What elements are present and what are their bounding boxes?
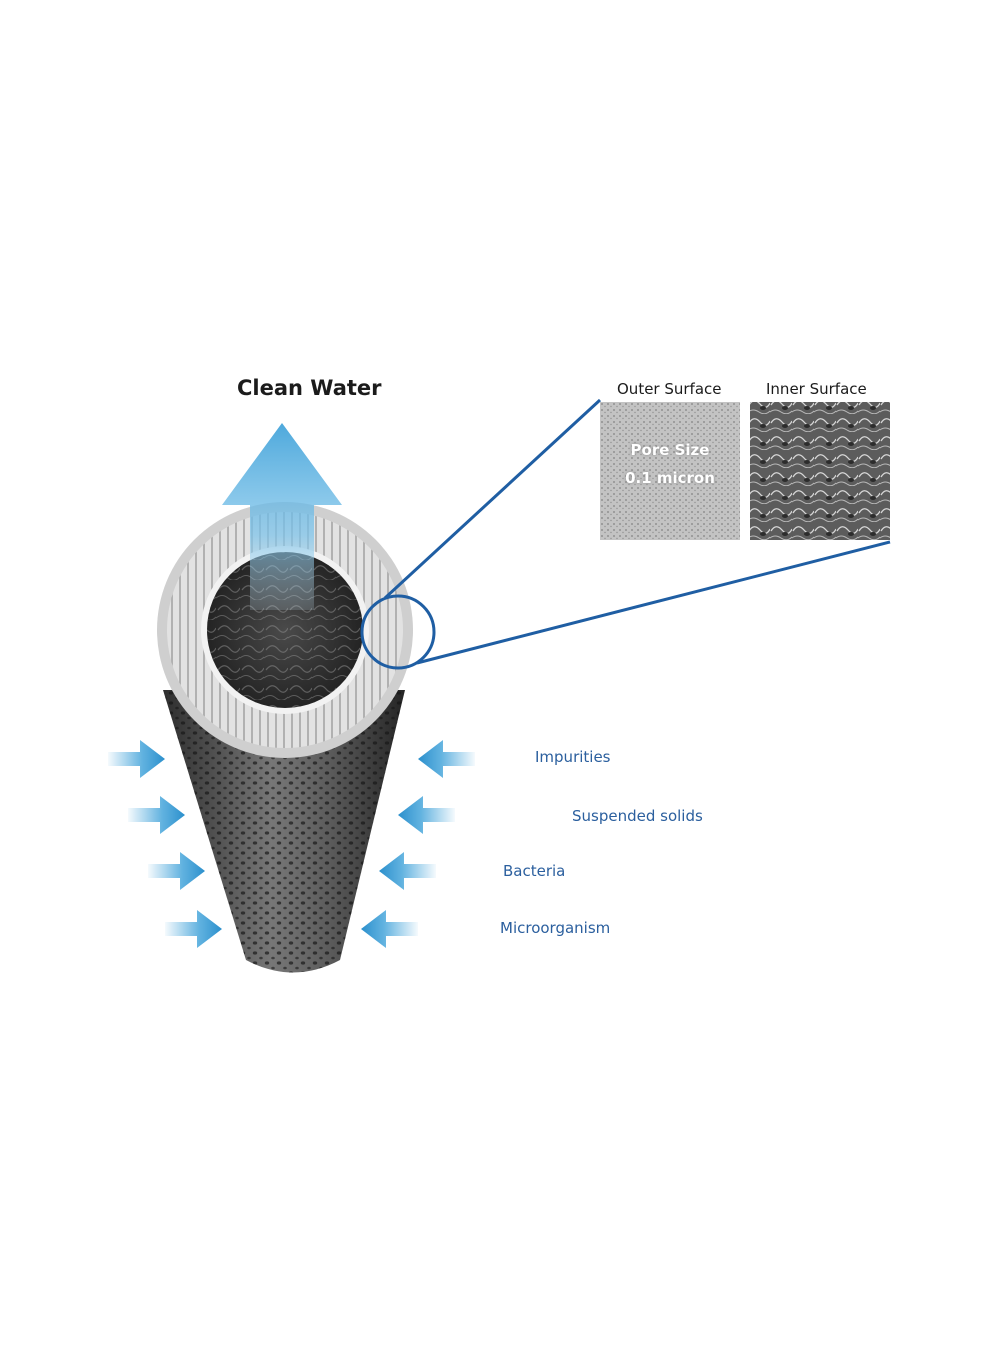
hollow-fiber-tube: [163, 690, 405, 973]
right-arrow-icon: [148, 852, 205, 890]
contaminant-label-suspended-solids: Suspended solids: [572, 807, 703, 825]
left-arrow-icon: [361, 910, 418, 948]
contaminant-label-impurities: Impurities: [535, 748, 611, 766]
left-arrow-icon: [379, 852, 436, 890]
right-arrow-icon: [165, 910, 222, 948]
outer-surface-panel: [600, 402, 740, 540]
inner-surface-panel: [750, 402, 890, 540]
inner-surface-caption: Inner Surface: [766, 380, 867, 398]
zoom-indicator: [360, 398, 891, 670]
pore-size-value: 0.1 micron: [625, 469, 715, 487]
tube-cross-section: [157, 502, 413, 758]
left-arrow-icon: [398, 796, 455, 834]
left-arrow-icon: [418, 740, 475, 778]
up-arrow-icon: [222, 423, 342, 610]
clean-water-title: Clean Water: [237, 376, 382, 400]
pore-size-label: Pore Size: [630, 441, 710, 459]
right-arrow-icon: [108, 740, 165, 778]
right-arrow-icon: [128, 796, 185, 834]
contaminant-label-bacteria: Bacteria: [503, 862, 566, 880]
outer-surface-caption: Outer Surface: [617, 380, 722, 398]
contaminant-label-microorganism: Microorganism: [500, 919, 611, 937]
